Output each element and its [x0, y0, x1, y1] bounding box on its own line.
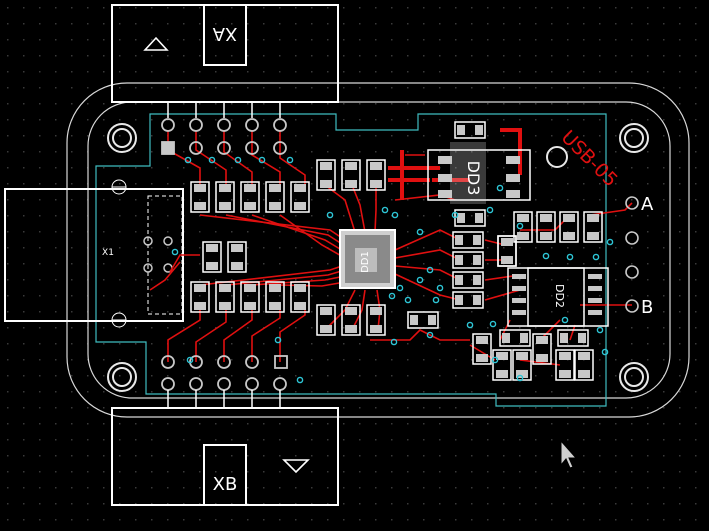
smd-component	[341, 304, 361, 336]
via	[296, 376, 304, 384]
smd-component	[366, 304, 386, 336]
via	[390, 338, 398, 346]
smd-component	[452, 271, 484, 289]
smd-component	[202, 241, 222, 273]
via	[326, 211, 334, 219]
smd-component	[265, 281, 285, 313]
transceiver-label: DD2	[553, 284, 566, 308]
via	[286, 156, 294, 164]
smd-component	[407, 311, 439, 329]
via	[234, 156, 242, 164]
smd-component	[240, 281, 260, 313]
smd-component	[492, 349, 512, 381]
via	[592, 253, 600, 261]
keepout-outline	[95, 113, 607, 407]
smd-component	[454, 121, 486, 139]
via	[489, 320, 497, 328]
via	[601, 348, 609, 356]
via	[542, 252, 550, 260]
via	[436, 284, 444, 292]
header-pin-leads	[167, 102, 281, 408]
smd-component	[452, 251, 484, 269]
usb-connector-label: X1	[102, 248, 114, 258]
smd-component	[240, 181, 260, 213]
mouse-pointer-icon	[560, 439, 578, 469]
smd-component	[265, 181, 285, 213]
via	[404, 296, 412, 304]
via	[396, 284, 404, 292]
smd-component	[499, 329, 531, 347]
smd-component	[190, 281, 210, 313]
smd-component	[215, 181, 235, 213]
via	[208, 156, 216, 164]
smd-component	[215, 281, 235, 313]
smd-component	[190, 181, 210, 213]
regulator-label: DD3	[464, 161, 483, 196]
via	[426, 266, 434, 274]
mcu-label: DD1	[360, 251, 371, 273]
via	[486, 206, 494, 214]
connector-xb[interactable]: XB	[111, 407, 339, 506]
smd-component	[316, 159, 336, 191]
smd-component	[557, 329, 589, 347]
via	[516, 374, 524, 382]
connector-xb-label: XB	[213, 474, 238, 495]
connector-xa-label: XA	[212, 23, 237, 44]
smd-component	[513, 211, 533, 243]
via	[426, 331, 434, 339]
connector-xa[interactable]: XA	[111, 4, 339, 103]
smd-component	[472, 333, 492, 365]
smd-component	[497, 235, 517, 267]
smd-component	[316, 304, 336, 336]
mounting-holes	[107, 123, 649, 392]
vias	[171, 156, 614, 384]
smd-component	[559, 211, 579, 243]
via	[466, 321, 474, 329]
smd-component	[227, 241, 247, 273]
board-outer-outline	[66, 82, 690, 418]
via	[516, 222, 524, 230]
via	[596, 326, 604, 334]
via	[381, 206, 389, 214]
smd-component	[290, 181, 310, 213]
via	[451, 211, 459, 219]
smd-component	[532, 333, 552, 365]
via	[274, 336, 282, 344]
smd-component	[366, 159, 386, 191]
terminal-a-label: A	[641, 194, 654, 215]
smd-component	[574, 349, 594, 381]
via	[171, 248, 179, 256]
via	[606, 238, 614, 246]
via	[391, 211, 399, 219]
terminal-b-label: B	[641, 297, 653, 318]
smd-component	[452, 231, 484, 249]
via	[388, 292, 396, 300]
via	[561, 316, 569, 324]
smd-component	[290, 281, 310, 313]
via	[496, 184, 504, 192]
mcu-dd1[interactable]: DD1	[339, 229, 396, 289]
via	[491, 356, 499, 364]
board-inner-outline	[87, 101, 671, 399]
via	[416, 276, 424, 284]
via	[416, 228, 424, 236]
smd-component	[452, 291, 484, 309]
regulator-dd3[interactable]: DD3	[427, 142, 531, 204]
smd-component	[555, 349, 575, 381]
triangle-up-icon	[143, 36, 169, 51]
via	[184, 156, 192, 164]
terminal-block[interactable]: A B	[625, 194, 654, 318]
via	[186, 356, 194, 364]
smd-component	[536, 211, 556, 243]
via	[566, 253, 574, 261]
passive-components	[190, 121, 603, 381]
smd-component	[341, 159, 361, 191]
smd-component	[583, 211, 603, 243]
triangle-down-icon	[282, 459, 310, 474]
via	[258, 156, 266, 164]
transceiver-dd2[interactable]: DD2	[507, 267, 609, 327]
via	[432, 296, 440, 304]
